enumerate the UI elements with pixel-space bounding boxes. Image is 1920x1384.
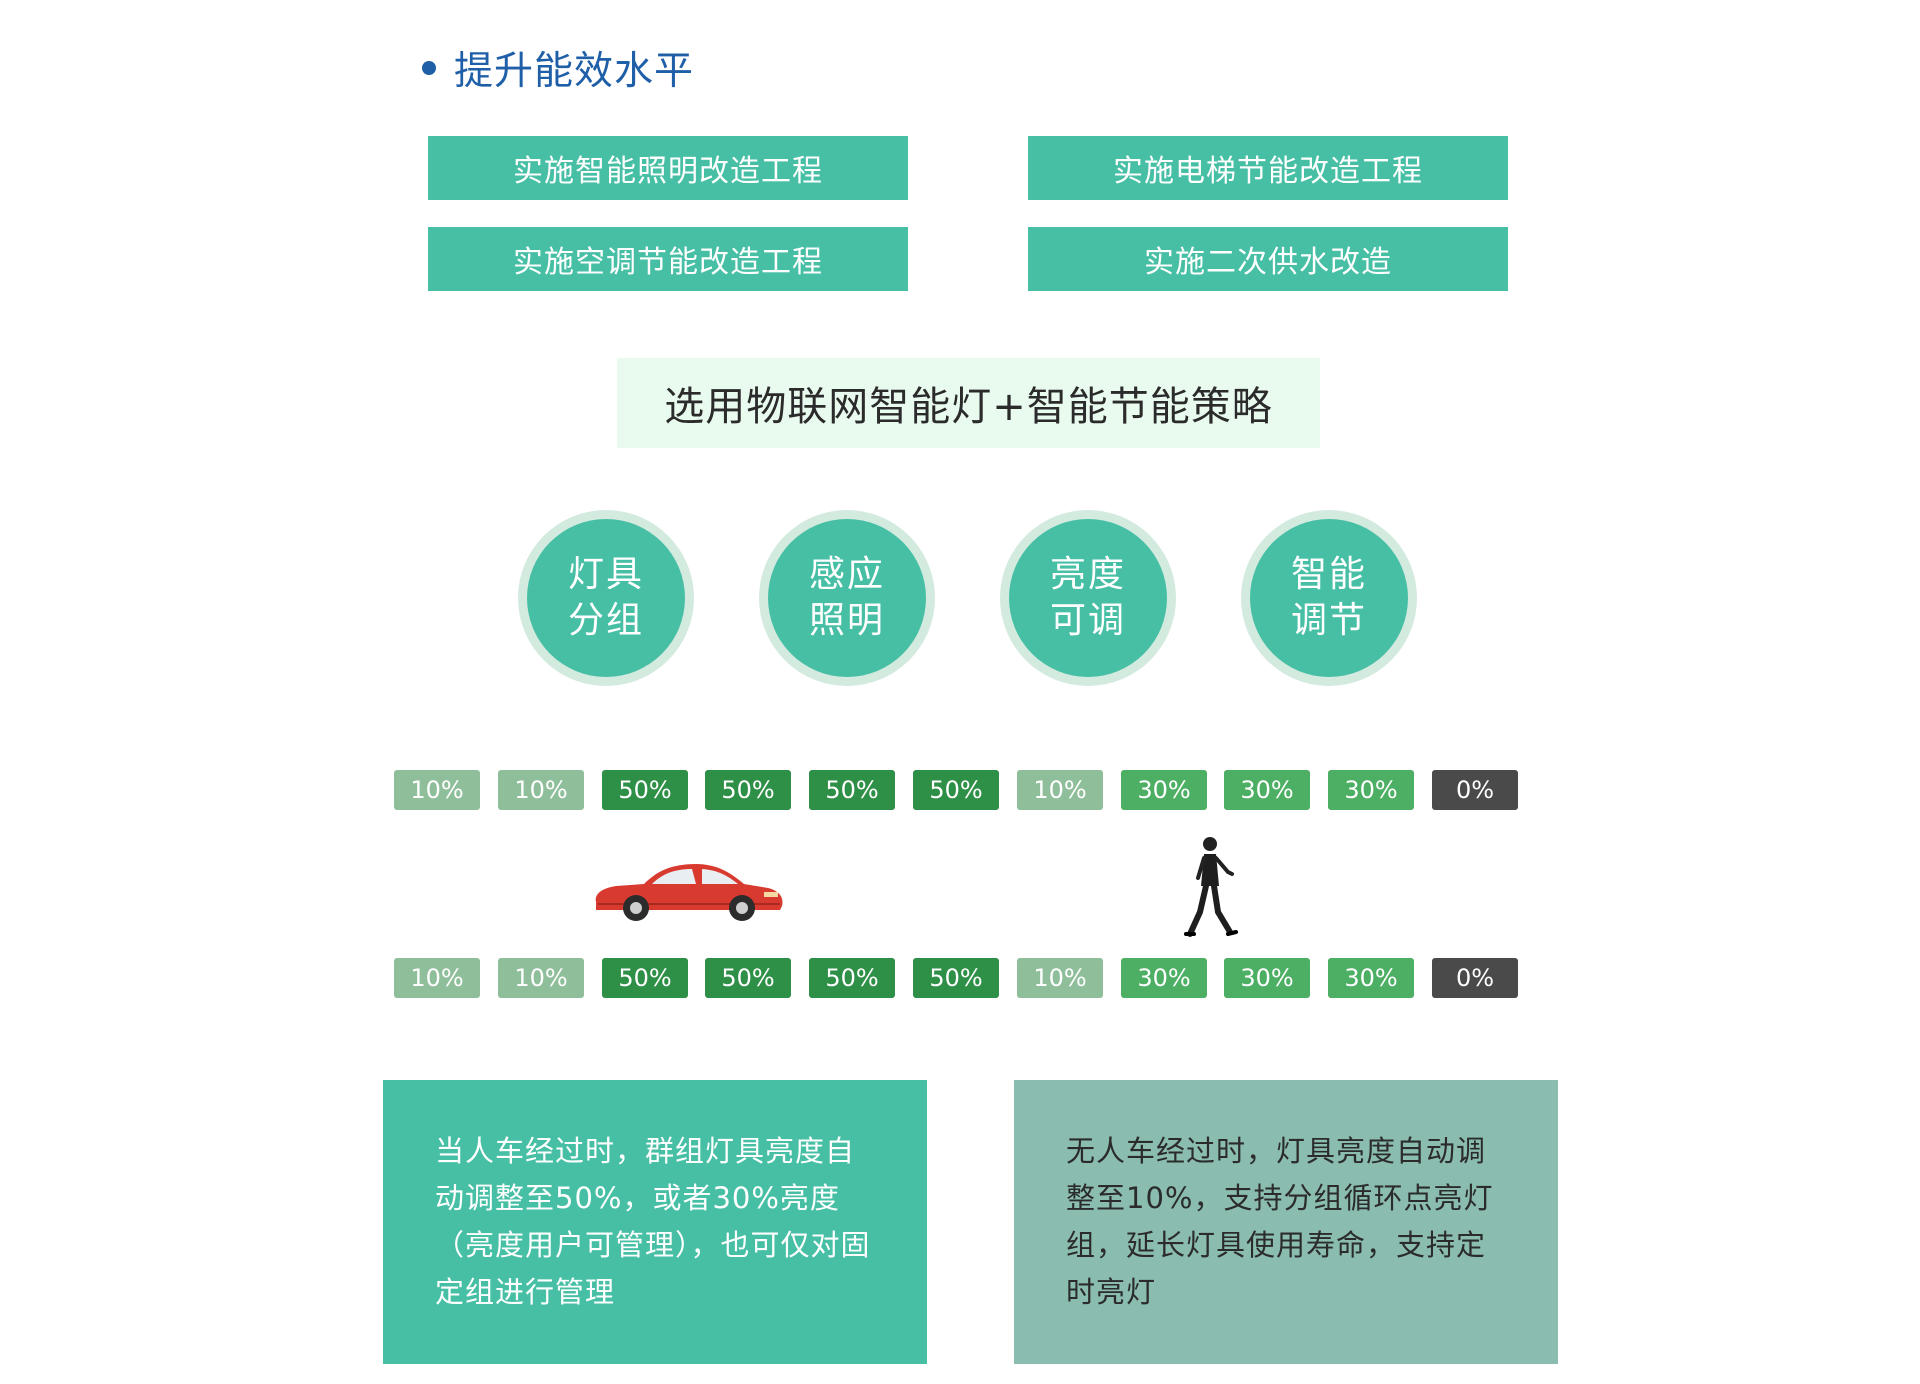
brightness-cell: 30% [1121,770,1207,810]
feature-label: 可调 [1049,600,1126,641]
brightness-cell: 50% [705,958,791,998]
bullet-dot-icon [422,61,436,75]
brightness-row-top: 10% 10% 50% 50% 50% 50% 10% 30% 30% 30% 0% [0,770,1920,810]
feature-sensor-lighting: 感应照明 [759,510,935,686]
feature-adjustable-brightness: 亮度可调 [1000,510,1176,686]
brightness-cell: 10% [394,958,480,998]
brightness-cell: 10% [498,770,584,810]
feature-label: 智能 [1290,554,1367,595]
brightness-cell: 30% [1328,770,1414,810]
feature-label: 分组 [567,600,644,641]
feature-label: 调节 [1290,600,1367,641]
brightness-cell: 30% [1224,770,1310,810]
brightness-cell: 50% [913,958,999,998]
brightness-cell: 30% [1328,958,1414,998]
brightness-cell: 10% [394,770,480,810]
feature-light-grouping: 灯具分组 [518,510,694,686]
feature-smart-regulation: 智能调节 [1241,510,1417,686]
description-with-traffic: 当人车经过时，群组灯具亮度自动调整至50%，或者30%亮度（亮度用户可管理），也… [383,1080,927,1364]
brightness-cell: 50% [602,770,688,810]
measure-hvac-retrofit: 实施空调节能改造工程 [428,227,908,291]
feature-label: 照明 [808,600,885,641]
brightness-cell: 50% [913,770,999,810]
brightness-cell: 50% [809,770,895,810]
car-icon [595,864,783,921]
brightness-row-bottom: 10% 10% 50% 50% 50% 50% 10% 30% 30% 30% 0% [0,958,1920,998]
brightness-cell: 10% [1017,770,1103,810]
brightness-cell: 10% [498,958,584,998]
brightness-cell: 10% [1017,958,1103,998]
strategy-banner: 选用物联网智能灯+智能节能策略 [617,358,1320,448]
feature-label: 亮度 [1049,554,1126,595]
brightness-cell: 0% [1432,958,1518,998]
brightness-cell: 0% [1432,770,1518,810]
section-title: 提升能效水平 [454,49,695,94]
brightness-cell: 50% [809,958,895,998]
pedestrian-icon [1184,837,1238,937]
feature-label: 感应 [808,554,885,595]
measure-water-supply-retrofit: 实施二次供水改造 [1028,227,1508,291]
brightness-cell: 50% [602,958,688,998]
feature-label: 灯具 [567,554,644,595]
description-no-traffic: 无人车经过时，灯具亮度自动调整至10%，支持分组循环点亮灯组，延长灯具使用寿命，… [1014,1080,1558,1364]
brightness-cell: 30% [1121,958,1207,998]
measure-lighting-retrofit: 实施智能照明改造工程 [428,136,908,200]
brightness-cell: 30% [1224,958,1310,998]
section-heading: 提升能效水平 [422,40,694,96]
measure-elevator-retrofit: 实施电梯节能改造工程 [1028,136,1508,200]
brightness-cell: 50% [705,770,791,810]
